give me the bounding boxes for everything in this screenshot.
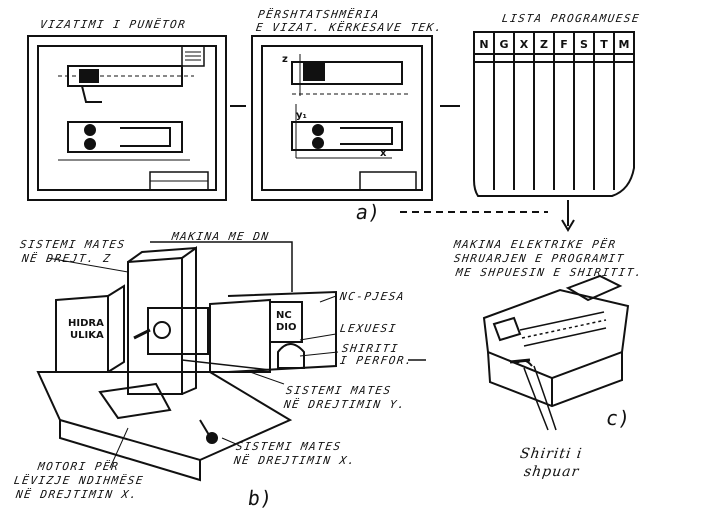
axis-y1-label: y₁	[296, 110, 307, 121]
program-column-z: Z	[540, 38, 548, 51]
program-list-table	[473, 31, 635, 197]
measure-x-label-line2: NË DREJTIMIN X.	[233, 454, 357, 467]
measure-y-label-line1: SISTEMI MATES	[285, 384, 393, 397]
program-list-title: LISTA PROGRAMUESE	[501, 12, 642, 25]
measure-x-label-line1: SISTEMI MATES	[235, 440, 343, 453]
adapted-drawing	[251, 35, 433, 201]
punch-machine-label-line3: ME SHPUESIN E SHIRITIT.	[455, 266, 644, 279]
machine-label: MAKINA ME DN	[171, 230, 271, 243]
nc-unit-label: NC-PJESA	[339, 290, 406, 303]
punch-machine-label-line1: MAKINA ELEKTRIKE PËR	[453, 238, 618, 251]
tape-punch-machine	[482, 274, 630, 431]
axis-z-label: z	[282, 54, 288, 65]
punched-tape-label-line1: Shiriti i	[518, 446, 584, 462]
axis-x-label: x	[380, 148, 387, 159]
motor-label-line3: NË DREJTIMIN X.	[15, 488, 139, 501]
nc-box-line1: NC	[276, 310, 292, 321]
panel-c-tag: c)	[604, 406, 632, 430]
workshop-drawing-title: VIZATIMI I PUNËTOR	[39, 18, 188, 31]
program-column-s: S	[580, 38, 588, 51]
tape-label-line2: I PERFOR.	[339, 354, 415, 367]
nc-box-line2: DIO	[276, 322, 297, 333]
adaptation-title-line1: PËRSHTATSHMËRIA	[257, 8, 381, 21]
punch-machine-label-line2: SHRUARJEN E PROGRAMIT	[453, 252, 626, 265]
motor-label-line1: MOTORI PËR	[37, 460, 121, 473]
hydraulic-box-line1: HIDRA	[68, 318, 104, 329]
panel-a-tag: a)	[354, 200, 382, 224]
program-column-f: F	[560, 38, 568, 51]
program-column-m: M	[618, 38, 630, 51]
program-column-g: G	[499, 38, 509, 51]
measure-y-label-line2: NË DREJTIMIN Y.	[283, 398, 407, 411]
nc-machine	[36, 241, 337, 482]
adaptation-title-line2: E VIZAT. KËRKESAVE TEK.	[255, 21, 444, 34]
panel-b-tag: b)	[246, 486, 274, 510]
reader-label: LEXUESI	[339, 322, 398, 335]
punched-tape-label-line2: shpuar	[522, 464, 581, 480]
workshop-drawing	[27, 35, 227, 201]
program-column-t: T	[600, 38, 608, 51]
measure-z-label-line1: SISTEMI MATES	[19, 238, 127, 251]
measure-z-label-line2: NË DREJT. Z	[21, 252, 113, 265]
hydraulic-box-line2: ULIKA	[70, 330, 104, 341]
program-column-n: N	[479, 38, 489, 51]
motor-label-line2: LËVIZJE NDIHMËSE	[13, 474, 145, 487]
program-column-x: X	[519, 38, 529, 51]
